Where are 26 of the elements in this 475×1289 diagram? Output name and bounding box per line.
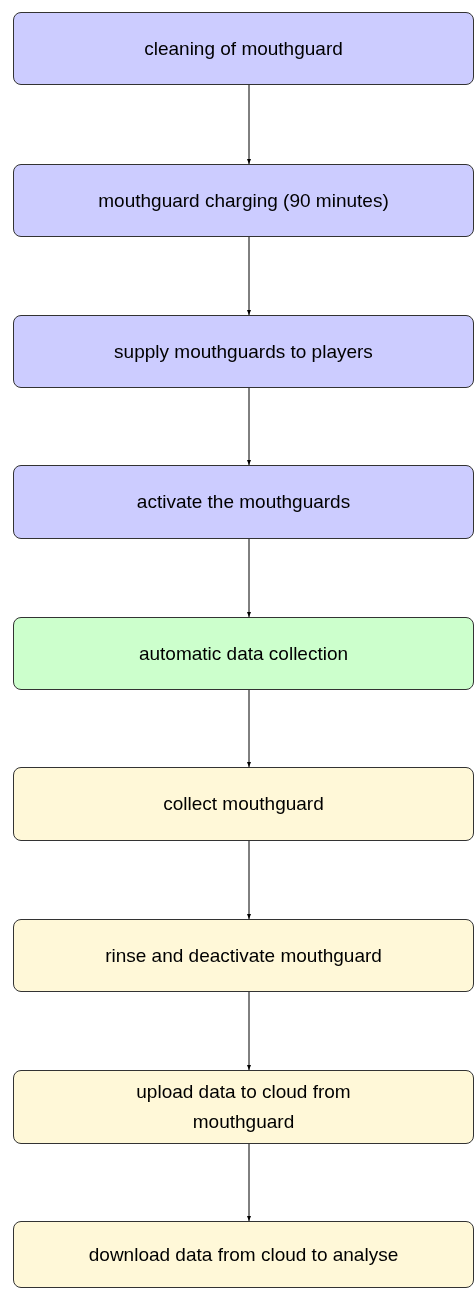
process-box <box>13 12 474 85</box>
arrow <box>247 991 251 1071</box>
process-box <box>13 315 474 388</box>
arrow <box>247 84 251 165</box>
step-label: collect mouthguard <box>163 792 324 816</box>
step-label: automatic data collection <box>138 641 349 666</box>
process-box <box>13 617 474 690</box>
process-box <box>13 919 474 992</box>
process-box <box>13 1221 474 1288</box>
arrow <box>247 1143 251 1222</box>
arrow <box>247 840 251 920</box>
arrow <box>247 387 251 466</box>
step-label: upload data to cloud from mouthguard <box>135 1080 352 1134</box>
process-box <box>13 767 474 841</box>
arrow <box>247 538 251 618</box>
step-label: mouthguard charging (90 minutes) <box>98 188 389 213</box>
process-box <box>13 1070 474 1144</box>
process-box <box>13 465 474 539</box>
process-box <box>13 164 474 237</box>
step-label: cleaning of mouthguard <box>144 36 343 61</box>
step-label: supply mouthguards to players <box>114 339 373 364</box>
step-label: rinse and deactivate mouthguard <box>105 943 382 968</box>
arrow <box>247 236 251 316</box>
step-label: download data from cloud to analyse <box>88 1242 399 1267</box>
arrow <box>247 689 251 768</box>
step-label: activate the mouthguards <box>136 490 351 514</box>
